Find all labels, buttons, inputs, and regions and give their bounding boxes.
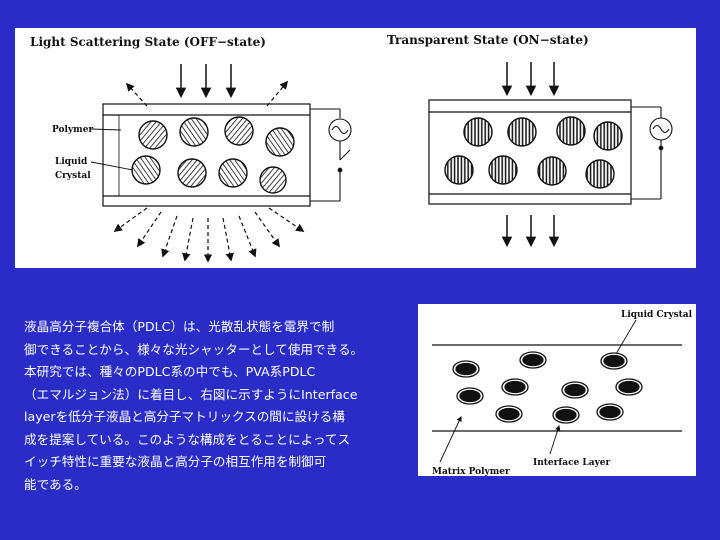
description-line: イッチ特性に重要な液晶と高分子の相互作用を制御可 bbox=[24, 454, 327, 469]
on-state-title: Transparent State (ON−state) bbox=[387, 33, 589, 47]
description-line: layerを低分子液晶と高分子マトリックスの間に設ける構 bbox=[24, 409, 345, 424]
on-incident-light-arrows bbox=[501, 62, 560, 97]
off-state-cell bbox=[102, 103, 311, 207]
polymer-label: Polymer bbox=[52, 125, 93, 135]
interface-layer-diagram: Liquid Crystal Interface Layer Matrix Po… bbox=[432, 310, 693, 476]
liquid-crystal-label: Liquid Crystal bbox=[621, 310, 693, 320]
pdlc-states-figure: Light Scattering State (OFF−state) Trans… bbox=[15, 28, 696, 268]
description-line: 能である。 bbox=[24, 476, 87, 492]
on-circuit bbox=[631, 106, 673, 200]
matrix-polymer-label: Matrix Polymer bbox=[432, 467, 510, 476]
liquid-crystal-pointer bbox=[612, 319, 637, 360]
off-state-title: Light Scattering State (OFF−state) bbox=[30, 35, 266, 49]
encapsulated-droplets bbox=[452, 351, 643, 424]
liquid-crystal-leader-line bbox=[90, 161, 134, 171]
interface-layer-label: Interface Layer bbox=[533, 458, 611, 468]
description-text: 液晶高分子複合体（PDLC）は、光散乱状態を電界で制 御できることから、様々な光… bbox=[24, 316, 404, 496]
interface-layer-figure: Liquid Crystal Interface Layer Matrix Po… bbox=[418, 304, 696, 476]
interface-layer-pointer bbox=[549, 424, 561, 455]
matrix-polymer-pointer bbox=[439, 416, 462, 463]
off-liquid-crystal-droplets bbox=[131, 116, 295, 194]
off-incident-light-arrows bbox=[175, 64, 237, 99]
description-line: 液晶高分子複合体（PDLC）は、光散乱状態を電界で制 bbox=[24, 319, 335, 334]
off-circuit bbox=[310, 108, 352, 202]
liquid-crystal-label-line1: Liquid bbox=[55, 157, 88, 167]
description-line: （エマルジョン法）に着目し、右図に示すようにInterface bbox=[24, 386, 358, 402]
polymer-leader-line bbox=[90, 128, 122, 131]
on-transmitted-light-arrows bbox=[501, 215, 560, 248]
open-switch-icon bbox=[339, 149, 351, 161]
off-scattered-downward-arrows bbox=[113, 207, 305, 263]
description-line: 成を提案している。このような構成をとることによってス bbox=[24, 431, 351, 447]
on-state-cell bbox=[428, 99, 632, 205]
description-line: 御できることから、様々な光シャッターとして使用できる。 bbox=[24, 341, 364, 357]
off-scattered-upward-arrows bbox=[125, 80, 289, 107]
on-liquid-crystal-droplets bbox=[444, 116, 623, 189]
liquid-crystal-label-line2: Crystal bbox=[55, 171, 91, 181]
pdlc-states-diagram: Light Scattering State (OFF−state) Trans… bbox=[30, 33, 673, 263]
description-line: 本研究では、種々のPDLC系の中でも、PVA系PDLC bbox=[24, 364, 316, 379]
